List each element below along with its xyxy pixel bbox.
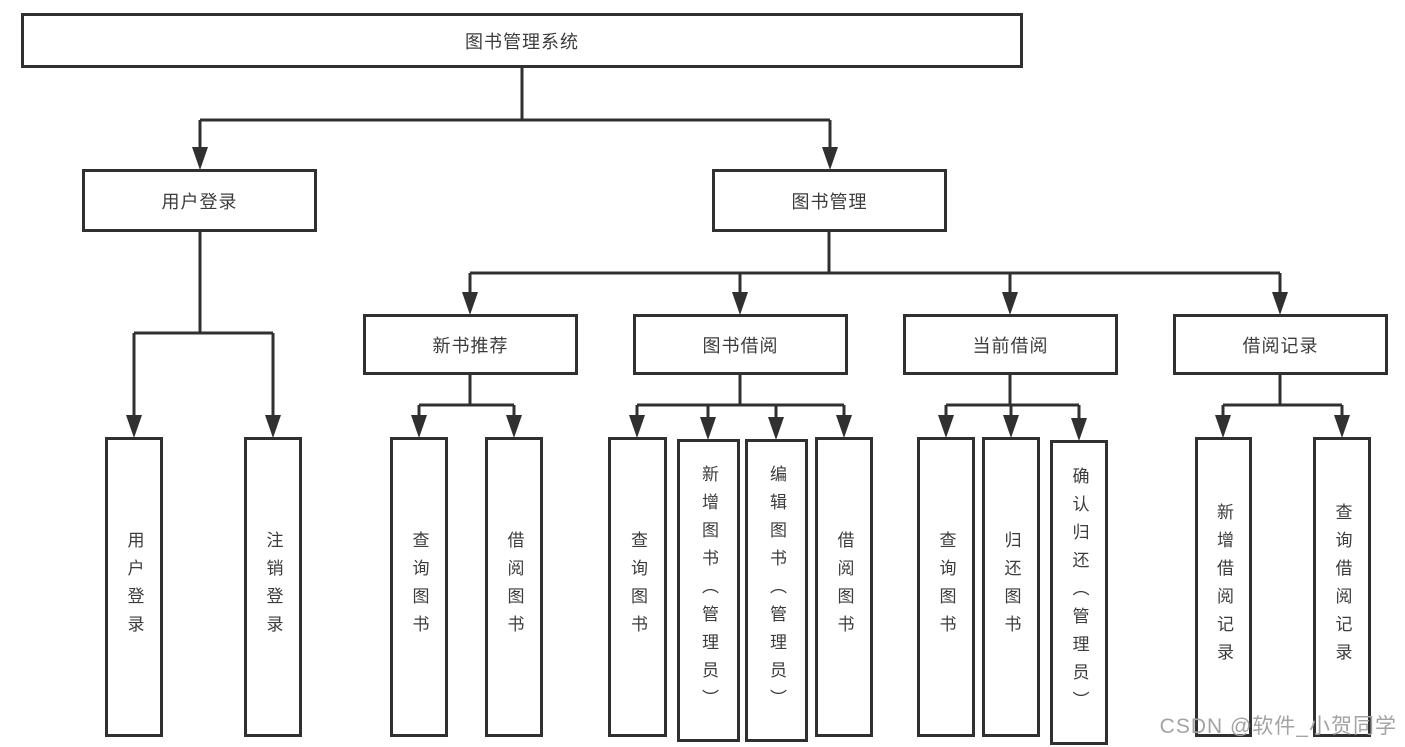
node-label: 新增图书（管理员） xyxy=(699,464,718,717)
node-label: 注销登录 xyxy=(263,531,283,643)
node-label: 查询借阅记录 xyxy=(1332,503,1352,671)
leaf-confirm-return-admin: 确认归还（管理员） xyxy=(1050,440,1108,745)
node-label: 编辑图书（管理员） xyxy=(767,464,786,717)
connector-current-borrowing-children xyxy=(938,375,1087,441)
node-label: 确认归还（管理员） xyxy=(1069,466,1089,719)
node-label: 新增借阅记录 xyxy=(1214,503,1233,671)
node-label: 图书借阅 xyxy=(702,335,779,356)
node-label: 用户登录 xyxy=(161,191,238,212)
leaf-query-books-borrowing: 查询图书 xyxy=(608,437,667,737)
connector-new-book-recommend-children xyxy=(411,375,522,438)
leaf-borrow-books-borrowing: 借阅图书 xyxy=(815,437,873,737)
leaf-add-borrow-record: 新增借阅记录 xyxy=(1195,437,1252,737)
node-label: 当前借阅 xyxy=(972,335,1049,356)
connector-user-login-children xyxy=(126,232,281,438)
leaf-logout: 注销登录 xyxy=(244,437,302,737)
leaf-user-login: 用户登录 xyxy=(105,437,163,737)
node-current-borrowing: 当前借阅 xyxy=(903,314,1118,375)
csdn-watermark: CSDN @软件_小贺同学 xyxy=(1159,715,1397,738)
leaf-return-books: 归还图书 xyxy=(982,437,1040,737)
node-label: 借阅图书 xyxy=(504,531,524,643)
connector-root-to-level2 xyxy=(192,68,838,170)
connector-book-borrowing-children xyxy=(629,375,852,440)
leaf-edit-books-admin: 编辑图书（管理员） xyxy=(745,439,808,742)
leaf-query-borrow-record: 查询借阅记录 xyxy=(1313,437,1371,737)
node-user-login: 用户登录 xyxy=(82,169,317,232)
node-label: 查询图书 xyxy=(936,531,956,643)
node-book-borrowing: 图书借阅 xyxy=(633,314,848,375)
connector-book-management-children xyxy=(462,232,1288,315)
node-label: 查询图书 xyxy=(628,531,647,643)
connector-borrow-records-children xyxy=(1215,375,1350,438)
node-book-management: 图书管理 xyxy=(712,169,947,232)
node-label: 图书管理 xyxy=(791,191,868,212)
node-label: 用户登录 xyxy=(124,531,144,643)
node-label: 借阅记录 xyxy=(1242,335,1319,356)
node-label: 借阅图书 xyxy=(834,531,854,643)
node-label: 图书管理系统 xyxy=(465,31,579,52)
leaf-add-books-admin: 新增图书（管理员） xyxy=(677,439,740,742)
node-label: 新书推荐 xyxy=(432,335,509,356)
node-borrow-records: 借阅记录 xyxy=(1173,314,1388,375)
leaf-query-books-recommend: 查询图书 xyxy=(390,437,448,737)
node-label: 查询图书 xyxy=(409,531,429,643)
node-new-book-recommend: 新书推荐 xyxy=(363,314,578,375)
leaf-borrow-books-recommend: 借阅图书 xyxy=(485,437,543,737)
leaf-query-books-current: 查询图书 xyxy=(917,437,975,737)
node-label: 归还图书 xyxy=(1001,531,1021,643)
node-root-library-system: 图书管理系统 xyxy=(21,13,1023,68)
